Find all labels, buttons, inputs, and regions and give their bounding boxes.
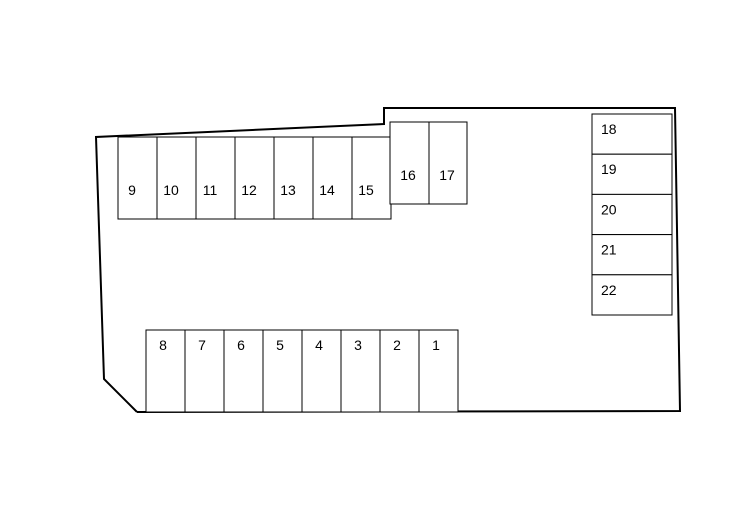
parking-space-number: 17	[439, 167, 455, 183]
parking-space-outline	[591, 193, 673, 236]
parking-space-outline	[312, 136, 353, 220]
parking-space-number: 2	[393, 337, 401, 353]
parking-space-number: 10	[163, 182, 179, 198]
parking-space-number: 9	[128, 182, 136, 198]
parking-space-2: 2	[379, 329, 420, 413]
parking-space-8: 8	[145, 329, 186, 413]
parking-space-7: 7	[184, 329, 225, 413]
parking-space-19: 19	[591, 153, 673, 195]
parking-space-outline	[591, 153, 673, 195]
parking-space-4: 4	[301, 329, 342, 413]
parking-space-outline	[591, 274, 673, 316]
parking-space-number: 11	[203, 182, 218, 198]
parking-space-outline	[234, 136, 275, 220]
parking-space-13: 13	[273, 136, 314, 220]
parking-space-14: 14	[312, 136, 353, 220]
parking-space-number: 14	[319, 182, 335, 198]
parking-space-outline	[156, 136, 197, 220]
parking-space-outline	[418, 329, 459, 413]
parking-space-3: 3	[340, 329, 381, 413]
parking-space-outline	[117, 136, 158, 220]
parking-space-outline	[195, 136, 236, 220]
parking-space-number: 18	[601, 121, 617, 137]
parking-space-outline	[301, 329, 342, 413]
parking-space-number: 1	[432, 337, 440, 353]
lot-boundary	[94, 107, 682, 413]
parking-space-11: 11	[195, 136, 236, 220]
parking-space-number: 12	[241, 182, 257, 198]
parking-space-16: 16	[389, 121, 430, 205]
parking-space-10: 10	[156, 136, 197, 220]
parking-space-outline	[389, 121, 430, 205]
parking-space-number: 5	[276, 337, 284, 353]
parking-space-number: 8	[159, 337, 167, 353]
parking-space-outline	[340, 329, 381, 413]
parking-space-6: 6	[223, 329, 264, 413]
parking-space-outline	[273, 136, 314, 220]
parking-space-number: 19	[601, 161, 617, 177]
parking-space-5: 5	[262, 329, 303, 413]
parking-space-21: 21	[591, 234, 673, 276]
parking-space-1: 1	[418, 329, 459, 413]
parking-space-number: 20	[601, 201, 617, 217]
parking-space-number: 3	[354, 337, 362, 353]
parking-space-outline	[223, 329, 264, 413]
parking-space-22: 22	[591, 274, 673, 316]
parking-space-number: 15	[358, 182, 374, 198]
parking-space-outline	[351, 136, 392, 220]
parking-space-outline	[379, 329, 420, 413]
parking-space-number: 16	[400, 167, 416, 183]
parking-space-12: 12	[234, 136, 275, 220]
parking-space-outline	[591, 234, 673, 276]
parking-space-outline	[591, 113, 673, 155]
parking-space-number: 13	[280, 182, 296, 198]
parking-space-9: 9	[117, 136, 158, 220]
parking-space-number: 21	[601, 242, 617, 258]
parking-space-outline	[145, 329, 186, 413]
parking-space-number: 22	[601, 282, 617, 298]
parking-space-number: 4	[315, 337, 323, 353]
parking-space-outline	[428, 121, 468, 205]
parking-space-number: 6	[237, 337, 245, 353]
parking-space-number: 7	[198, 337, 206, 353]
parking-space-18: 18	[591, 113, 673, 155]
parking-space-20: 20	[591, 193, 673, 236]
parking-space-17: 17	[428, 121, 468, 205]
parking-space-15: 15	[351, 136, 392, 220]
